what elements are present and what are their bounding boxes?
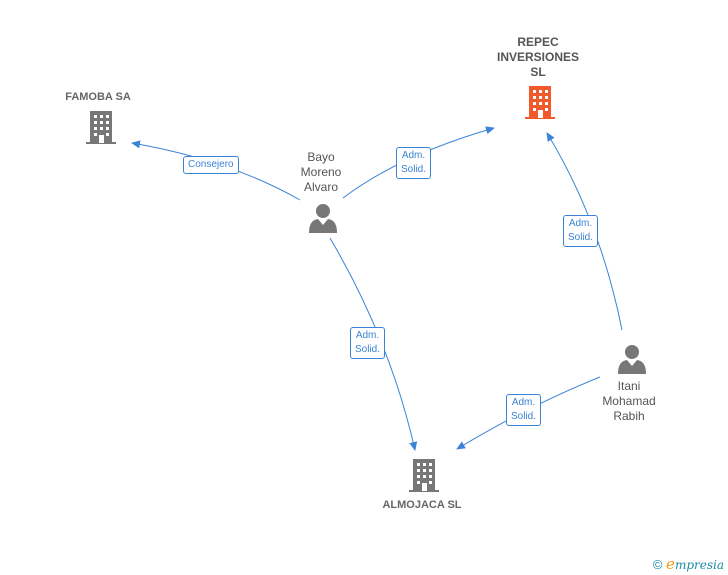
building-icon-almojaca[interactable] — [409, 459, 439, 492]
building-icon-famoba[interactable] — [86, 111, 116, 144]
person-icon-itani[interactable] — [618, 345, 646, 374]
edge-label-itani-repec: Adm. Solid. — [563, 215, 599, 247]
brand-e: e — [666, 555, 675, 573]
person-label-bayo[interactable]: Bayo Moreno Alvaro — [300, 150, 342, 194]
edge-label-bayo-famoba: Consejero — [183, 156, 239, 174]
company-label-repec[interactable]: REPEC INVERSIONES SL — [496, 35, 580, 79]
copyright-symbol: © — [652, 557, 663, 572]
empresia-logo: © empresia — [653, 555, 724, 573]
brand-name: mpresia — [674, 558, 724, 572]
edge-label-bayo-repec: Adm. Solid. — [396, 147, 432, 179]
person-icon-bayo[interactable] — [309, 204, 337, 233]
company-label-almojaca[interactable]: ALMOJACA SL — [382, 499, 462, 511]
company-label-famoba[interactable]: FAMOBA SA — [65, 91, 131, 103]
person-label-itani[interactable]: Itani Mohamad Rabih — [602, 379, 656, 423]
edge-label-bayo-almojaca: Adm. Solid. — [350, 327, 386, 359]
edge-label-itani-almojaca: Adm. Solid. — [506, 394, 542, 426]
building-icon-repec[interactable] — [525, 86, 555, 119]
